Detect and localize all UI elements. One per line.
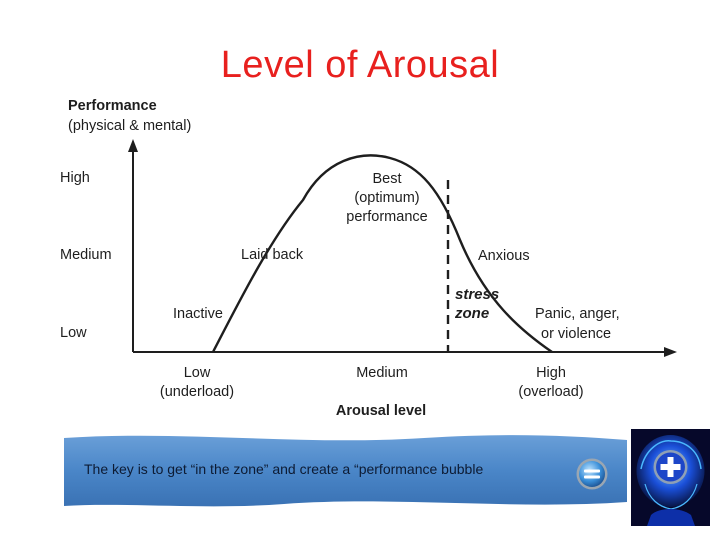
x-level-high: High bbox=[536, 365, 566, 381]
key-message-banner bbox=[64, 435, 627, 507]
label-violence: or violence bbox=[541, 326, 611, 342]
x-level-medium: Medium bbox=[356, 365, 408, 381]
x-level-low: Low bbox=[184, 365, 211, 381]
label-panic: Panic, anger, bbox=[535, 306, 620, 322]
x-level-high-note: (overload) bbox=[518, 384, 583, 400]
key-message-text: The key is to get “in the zone” and crea… bbox=[84, 461, 484, 477]
y-axis-title: Performance bbox=[68, 98, 157, 114]
x-axis-title: Arousal level bbox=[336, 403, 426, 419]
label-best: Best bbox=[372, 171, 401, 187]
brain-plus-icon bbox=[631, 429, 710, 526]
y-axis-subtitle: (physical & mental) bbox=[68, 118, 191, 134]
label-inactive: Inactive bbox=[173, 306, 223, 322]
label-zone: zone bbox=[454, 305, 489, 322]
equals-icon[interactable] bbox=[575, 457, 609, 491]
arousal-performance-diagram: Performance (physical & mental) High Med… bbox=[60, 98, 677, 419]
x-level-low-note: (underload) bbox=[160, 384, 234, 400]
label-stress: stress bbox=[455, 286, 499, 303]
y-axis-arrow bbox=[128, 139, 138, 152]
label-optimum: (optimum) bbox=[354, 190, 419, 206]
slide-title: Level of Arousal bbox=[220, 44, 500, 86]
y-level-medium: Medium bbox=[60, 247, 112, 263]
y-level-low: Low bbox=[60, 325, 87, 341]
x-axis-arrow bbox=[664, 347, 677, 357]
y-level-high: High bbox=[60, 170, 90, 186]
label-performance: performance bbox=[346, 209, 427, 225]
performance-curve bbox=[211, 154, 553, 353]
label-laid-back: Laid back bbox=[241, 247, 304, 263]
label-anxious: Anxious bbox=[478, 248, 530, 264]
